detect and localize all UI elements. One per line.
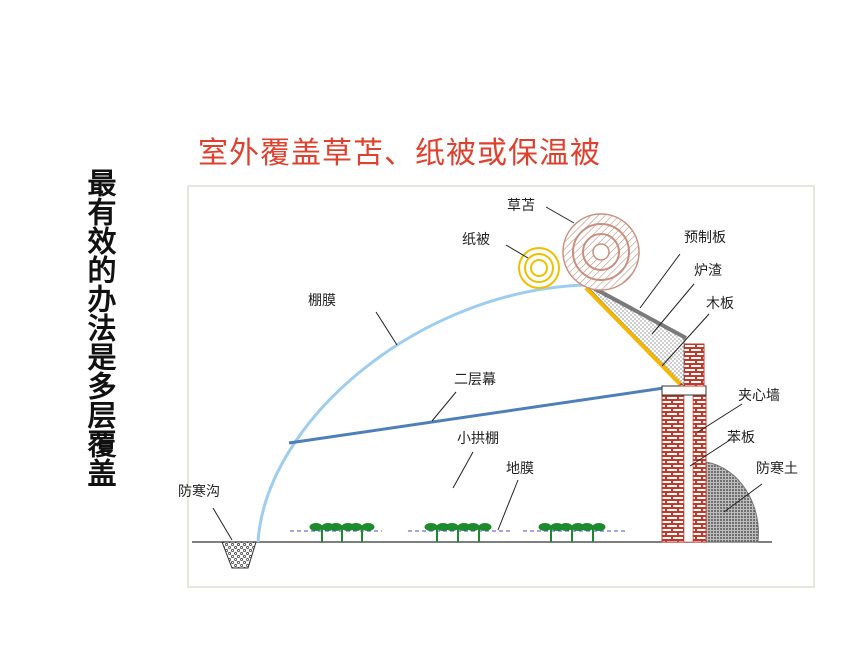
label-small-arch: 小拱棚 [457, 431, 499, 447]
cold-ditch [221, 541, 257, 569]
diagram-frame [187, 185, 815, 588]
label-wood-board: 木板 [706, 296, 734, 312]
precast-board [589, 284, 687, 340]
label-straw-mat: 草苫 [507, 197, 535, 214]
cold-soil-leader [723, 483, 763, 513]
side-title: 最有效的办法是多层覆盖 [83, 168, 117, 487]
label-cold-soil: 防寒土 [756, 460, 798, 477]
film-leader [375, 311, 398, 346]
wall-cap [661, 385, 707, 396]
slide-title: 室外覆盖草苫、纸被或保温被 [198, 136, 601, 171]
sandwich-wall-leader [697, 403, 743, 433]
label-slag: 炉渣 [694, 263, 722, 279]
wood-leader [661, 313, 710, 367]
mulch-leader [497, 479, 519, 531]
label-foam-board: 苯板 [727, 429, 755, 446]
wall-outer-brick [661, 393, 685, 543]
wall-foam-board [683, 393, 694, 543]
straw-mat-leader [545, 206, 575, 224]
wall-inner-brick [692, 393, 707, 543]
label-second-curtain: 二层幕 [454, 372, 496, 388]
second-curtain [288, 386, 665, 445]
slag-leader [651, 283, 695, 335]
foam-board-leader [689, 439, 731, 467]
greenhouse-film [256, 283, 587, 543]
label-precast-board: 预制板 [684, 230, 726, 246]
label-cold-ditch: 防寒沟 [178, 483, 220, 500]
precast-leader [639, 253, 681, 309]
straw-mat-roll [562, 213, 640, 291]
cold-soil [705, 461, 759, 543]
small-arch-leader [452, 451, 474, 489]
label-sandwich-wall: 夹心墙 [738, 388, 780, 404]
paper-quilt-leader [505, 244, 529, 259]
wood-board [584, 286, 682, 386]
cold-ditch-leader [212, 507, 233, 541]
label-greenhouse-film: 棚膜 [308, 293, 336, 309]
label-paper-quilt: 纸被 [462, 232, 490, 248]
curtain-leader [431, 391, 457, 422]
seedlings [309, 523, 606, 542]
paper-quilt-roll [518, 247, 560, 289]
label-mulch-film: 地膜 [506, 461, 534, 477]
